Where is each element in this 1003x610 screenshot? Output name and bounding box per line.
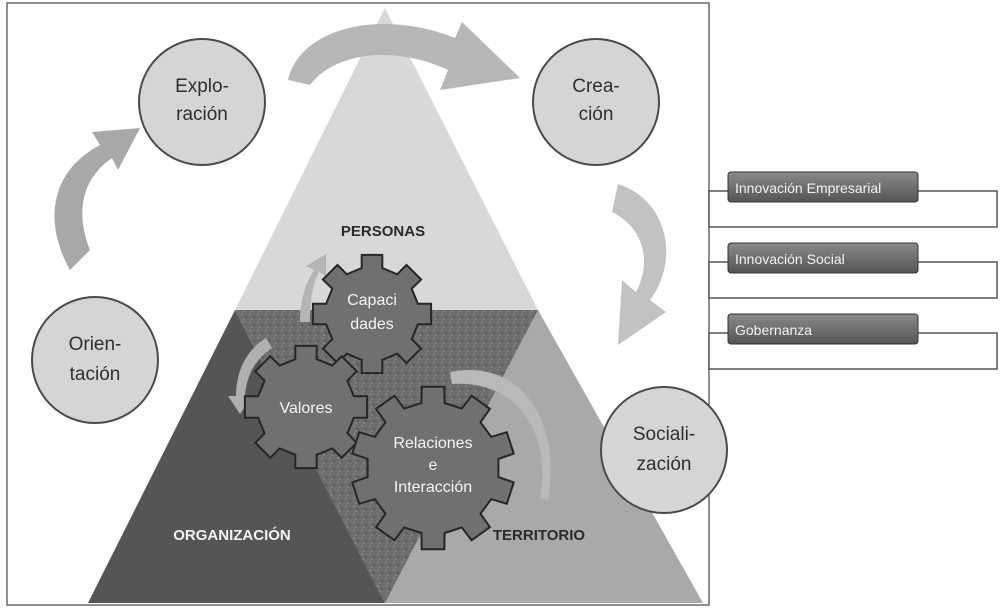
gear-arrow-left [228, 338, 272, 414]
gear-body [351, 385, 515, 551]
outcome-innovacion-social-label: Innovación Social [735, 251, 845, 267]
circle-orientacion-line2: tación [70, 364, 121, 385]
pyramid-personas-section [235, 8, 538, 310]
gear-valores-label: Valores [279, 400, 332, 417]
gear-arrow-right-arc [450, 370, 551, 500]
circle-socializacion: Sociali- zación [600, 386, 728, 514]
outcome-gobernanza-label: Gobernanza [735, 322, 812, 338]
section-label-personas: PERSONAS [341, 223, 425, 240]
circle-creacion-line2: ción [579, 104, 614, 125]
circle-creacion-line1: Crea- [572, 76, 620, 97]
circle-socializacion-line1: Sociali- [633, 424, 695, 445]
outcome-innovacion-empresarial-label: Innovación Empresarial [735, 180, 881, 196]
outcome-innovacion-empresarial: Innovación Empresarial [708, 171, 998, 228]
arrow-exploracion-to-creacion [288, 22, 520, 90]
gear-body [311, 253, 433, 375]
arrow-creacion-to-socializacion [612, 184, 667, 345]
gear-body [243, 344, 369, 470]
pyramid-organizacion-section [88, 310, 385, 603]
gear-arrow-up [300, 254, 326, 322]
section-label-territorio: TERRITORIO [493, 527, 586, 544]
gear-capacidades [311, 253, 433, 375]
circle-exploracion-line1: Explo- [175, 76, 229, 97]
arrow-orientacion-to-exploracion [54, 128, 140, 270]
circle-exploracion-line2: ración [176, 104, 228, 125]
outcome-innovacion-social: Innovación Social [708, 242, 998, 299]
gear-capacidades-line2: dades [350, 316, 394, 333]
gear-relaciones [351, 385, 515, 551]
gear-relaciones-line2: e [429, 457, 438, 474]
gear-relaciones-line3: Interacción [394, 479, 472, 496]
circle-socializacion-line2: zación [637, 454, 692, 475]
circle-orientacion-line1: Orien- [69, 334, 122, 355]
circle-orientacion: Orien- tación [31, 296, 159, 424]
outcome-gobernanza: Gobernanza [708, 313, 998, 370]
circle-creacion: Crea- ción [532, 38, 660, 166]
gear-capacidades-line1: Capaci [347, 292, 397, 309]
circle-exploracion: Explo- ración [138, 38, 266, 166]
gear-relaciones-line1: Relaciones [393, 435, 472, 452]
gear-valores [243, 344, 369, 470]
section-label-organizacion: ORGANIZACIÓN [173, 526, 291, 544]
